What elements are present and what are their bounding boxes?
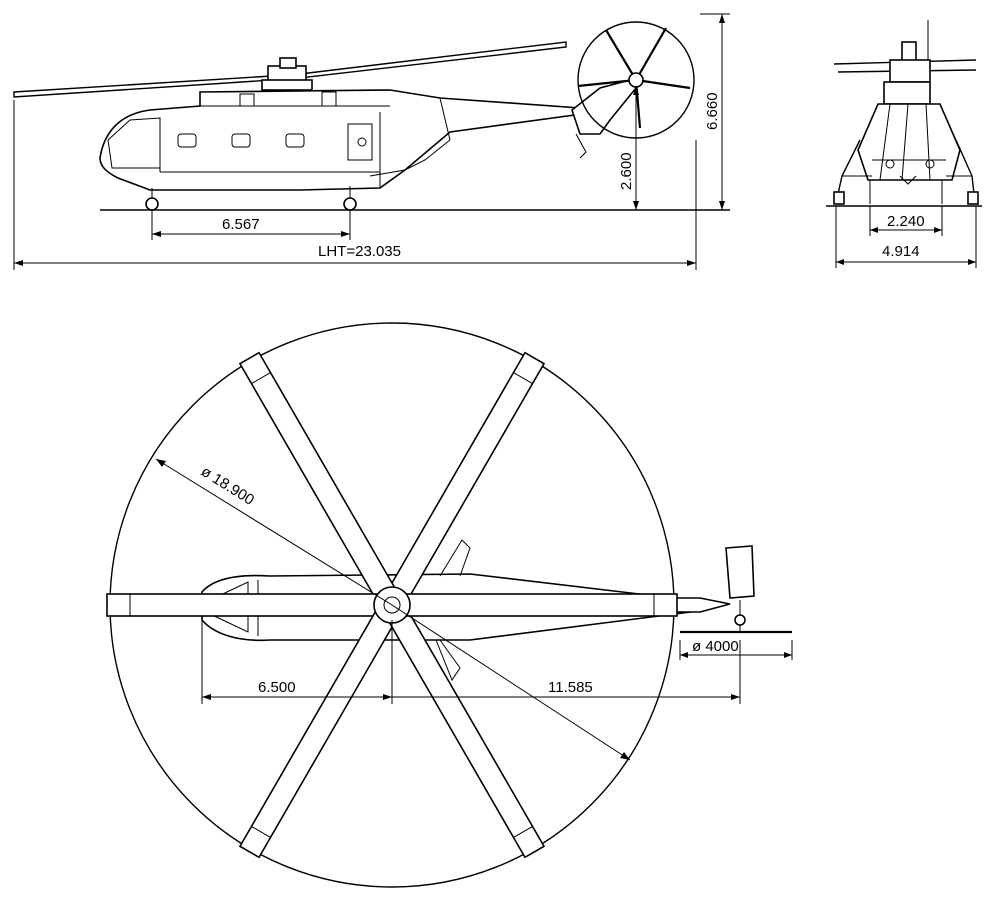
label-gear-track: 2.240 (887, 213, 925, 230)
label-overall-height: 6.660 (704, 92, 721, 130)
label-tail-rotor-height: 2.600 (618, 152, 635, 190)
front-gear (833, 139, 979, 205)
dim-width: 4.914 (835, 206, 977, 268)
label-main-rotor-diameter: ø 18.900 (198, 463, 257, 509)
dim-overall-length: LHT=23.035 (13, 100, 697, 270)
top-tail (669, 545, 792, 634)
dim-rotor-to-tail: 11.585 (391, 604, 741, 761)
label-nose-to-rotor: 6.500 (258, 679, 296, 696)
side-main-rotor (13, 41, 567, 98)
dim-tail-rotor-height: 2.600 (618, 86, 639, 210)
dim-tail-rotor-diameter: ø 4000 (679, 638, 793, 660)
top-view: ø 18.900 6.500 11.585 ø 4000 (106, 322, 793, 888)
label-overall-length: LHT=23.035 (318, 243, 401, 260)
side-fuselage (99, 89, 584, 191)
front-view: 2.240 4.914 (826, 20, 982, 268)
dim-nose-to-rotor: 6.500 (201, 620, 393, 704)
dim-gear-track: 2.240 (869, 206, 943, 236)
label-rotor-to-tail: 11.585 (548, 679, 593, 696)
side-tail (571, 21, 695, 159)
side-view: 6.567 LHT=23.035 2.600 6.660 (13, 13, 730, 270)
label-cabin-length: 6.567 (222, 216, 260, 233)
front-fuselage (857, 103, 961, 185)
top-rotor-blades (106, 351, 678, 859)
front-rotor (833, 20, 977, 105)
label-width: 4.914 (882, 243, 920, 260)
dim-cabin-length: 6.567 (151, 210, 351, 240)
dim-overall-height: 6.660 (700, 13, 730, 210)
label-tail-rotor-diameter: ø 4000 (692, 638, 739, 655)
